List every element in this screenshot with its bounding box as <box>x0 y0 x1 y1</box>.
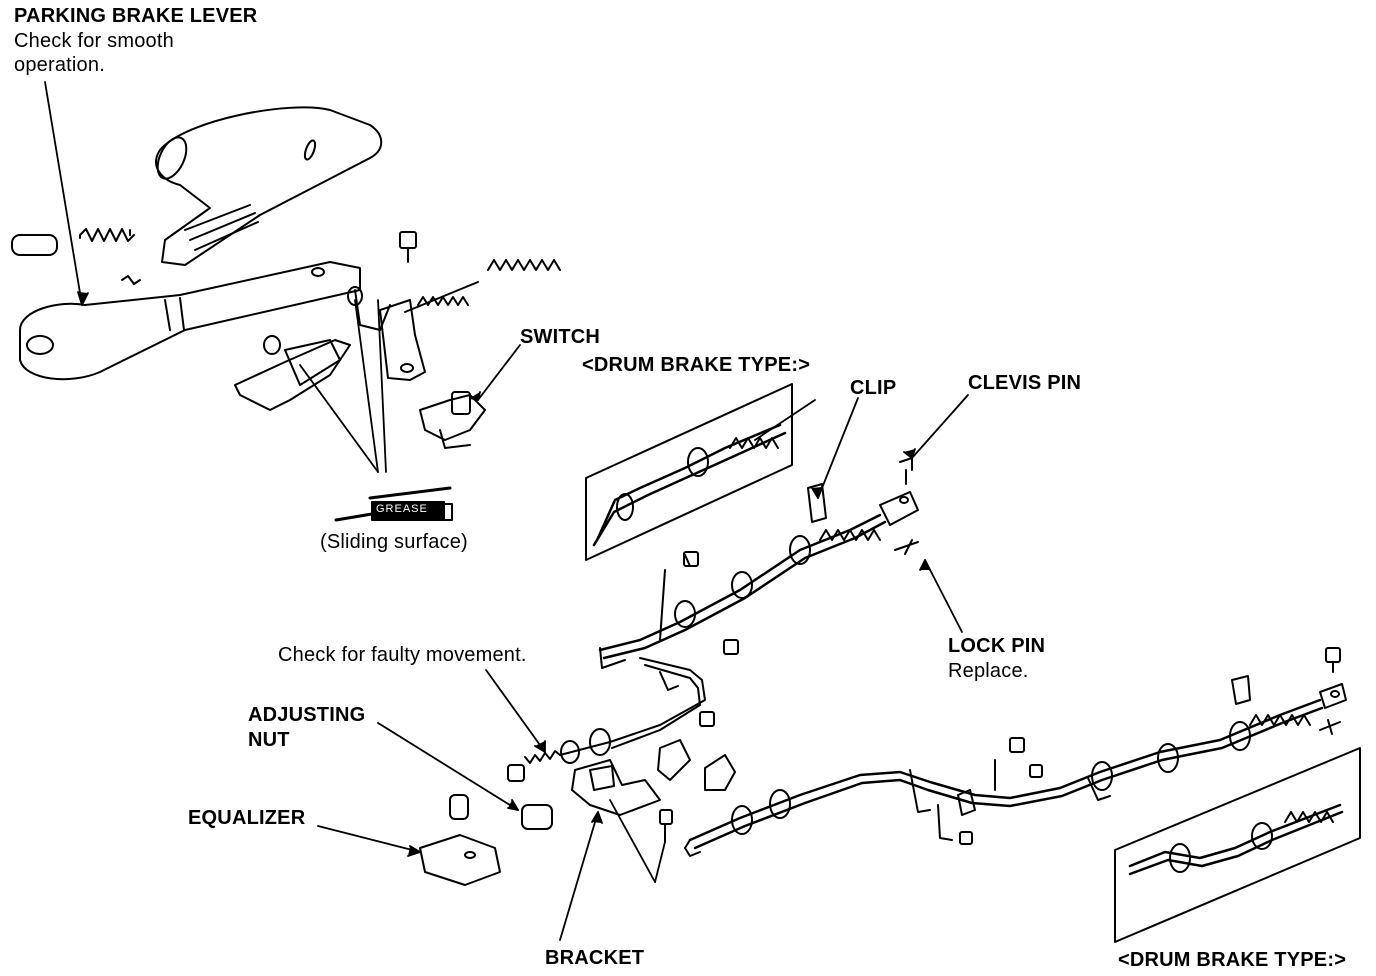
equalizer-label: EQUALIZER <box>188 807 306 829</box>
leader-lines <box>44 81 969 941</box>
parking-brake-lever-label: PARKING BRAKE LEVER <box>14 5 258 27</box>
lock-pin-label: LOCK PIN <box>948 635 1046 657</box>
lock-pin-note: Replace. <box>948 660 1029 682</box>
switch-label: SWITCH <box>520 326 601 348</box>
parking-brake-lever-assembly <box>11 106 561 411</box>
grease-tube-icon <box>334 486 453 522</box>
grease-label: GREASE <box>376 503 428 515</box>
clip-label: CLIP <box>850 377 897 399</box>
drum-brake-inset-bottom <box>1114 747 1361 943</box>
parking-brake-lever-note-line2: operation. <box>14 54 105 76</box>
check-faulty-movement-label: Check for faulty movement. <box>278 644 527 666</box>
sliding-surface-label: (Sliding surface) <box>320 531 468 553</box>
rear-cable <box>684 647 1347 857</box>
drum-brake-inset-top <box>585 383 793 561</box>
parking-brake-lever-note-line1: Check for smooth <box>14 30 174 52</box>
front-cable <box>507 457 919 782</box>
clevis-pin-label: CLEVIS PIN <box>968 372 1082 394</box>
adjusting-nut-label-line2: NUT <box>248 729 290 751</box>
switch-part <box>419 391 486 449</box>
drum-brake-type-top-label: <DRUM BRAKE TYPE:> <box>582 354 811 376</box>
mechanism-parts <box>419 739 736 886</box>
bracket-label: BRACKET <box>545 947 645 969</box>
drum-brake-type-bottom-label: <DRUM BRAKE TYPE:> <box>1118 949 1347 971</box>
adjusting-nut-label-line1: ADJUSTING <box>248 704 366 726</box>
